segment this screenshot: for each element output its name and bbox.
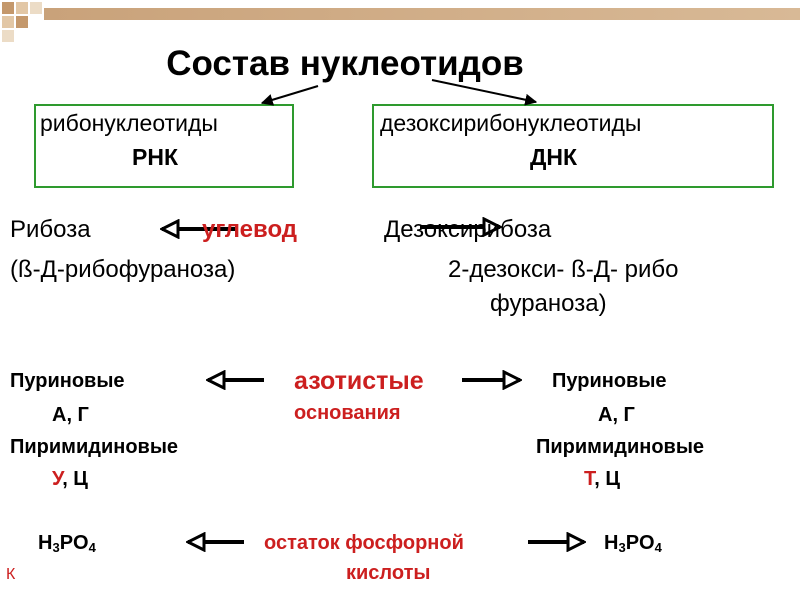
deoxyribose-label: Дезоксирибоза <box>384 216 552 243</box>
deoxyribofuranose-label-2: фураноза) <box>490 290 607 317</box>
header-square <box>2 16 14 28</box>
title-arrow-right <box>431 79 538 106</box>
ribonucleotides-label: рибонуклеотиды <box>40 110 218 136</box>
header-square <box>16 2 28 14</box>
left-purine-label: Пуриновые <box>10 370 125 392</box>
right-pyrimidine-values: Т, Ц <box>584 468 620 491</box>
corner-letter: К <box>6 566 16 583</box>
deoxyribonucleotides-label: дезоксирибонуклеотиды <box>380 110 642 136</box>
header-square <box>30 2 42 14</box>
cytosine-text: , Ц <box>62 468 88 490</box>
left-phosphoric-formula: H3PO4 <box>38 532 96 555</box>
phosphoric-residue-label-1: остаток фосфорной <box>264 532 464 554</box>
ribose-label: Рибоза <box>10 216 91 243</box>
dna-label: ДНК <box>530 144 578 170</box>
ribonucleotides-box: рибонуклеотиды РНК <box>34 104 294 188</box>
deoxyribonucleotides-box: дезоксирибонуклеотиды ДНК <box>372 104 774 188</box>
right-pyrimidine-label: Пиримидиновые <box>536 436 705 458</box>
right-purine-values: А, Г <box>598 404 635 426</box>
phosphoric-residue-label-2: кислоты <box>346 562 431 584</box>
left-purine-values: А, Г <box>52 404 89 426</box>
uracil-letter: У <box>52 468 63 490</box>
rna-label: РНК <box>132 144 178 170</box>
cytosine-text: , Ц <box>594 468 620 490</box>
thymine-letter: Т <box>584 468 595 490</box>
left-pyrimidine-label: Пиримидиновые <box>10 436 179 458</box>
right-purine-label: Пуриновые <box>552 370 667 392</box>
right-phosphoric-formula: H3PO4 <box>604 532 662 555</box>
header-square <box>2 30 14 42</box>
header-square <box>2 2 14 14</box>
deoxyribofuranose-label-1: 2-дезокси- ß-Д- рибо <box>448 256 679 283</box>
left-pyrimidine-values: У, Ц <box>52 468 88 491</box>
bases-label: основания <box>294 402 401 424</box>
nitrogenous-label: азотистые <box>294 367 424 395</box>
carbohydrate-label: углевод <box>202 216 298 243</box>
slide-title: Состав нуклеотидов <box>166 44 524 83</box>
ribofuranose-label: (ß-Д-рибофураноза) <box>10 256 236 283</box>
header-square <box>16 16 28 28</box>
title-arrow-left <box>260 85 319 106</box>
header-bar <box>44 8 800 20</box>
